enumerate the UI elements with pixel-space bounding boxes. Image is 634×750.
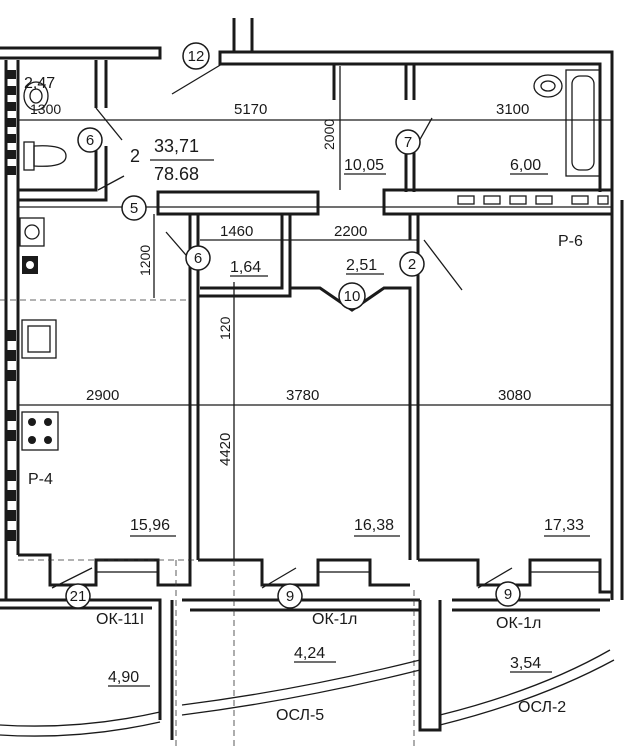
total-area: 78.68 bbox=[154, 164, 199, 184]
area-wc: 1,64 bbox=[230, 259, 261, 276]
dim-4420: 4420 bbox=[217, 433, 234, 466]
area-corridor: 10,05 bbox=[344, 157, 384, 174]
area-balcony-left: 4,90 bbox=[108, 669, 139, 686]
dim-2200: 2200 bbox=[334, 223, 367, 240]
dim-1200: 1200 bbox=[137, 245, 153, 276]
marker-10: 10 bbox=[344, 288, 361, 305]
label-ok-mid: ОК-1л bbox=[312, 611, 357, 628]
left-window-hatch bbox=[7, 70, 16, 541]
area-kitchen: 15,96 bbox=[130, 517, 170, 534]
dim-5170: 5170 bbox=[234, 101, 267, 118]
walls bbox=[0, 18, 624, 740]
label-osl2: ОСЛ-2 bbox=[518, 699, 566, 716]
beam-hatch bbox=[457, 195, 609, 205]
marker-2: 2 bbox=[408, 256, 416, 273]
area-balcony-mid: 4,24 bbox=[294, 645, 325, 662]
marker-9b: 9 bbox=[504, 586, 512, 603]
apartment-number: 2 bbox=[130, 146, 140, 166]
dim-3080: 3080 bbox=[498, 387, 531, 404]
area-room-mid: 16,38 bbox=[354, 517, 394, 534]
marker-6b: 6 bbox=[194, 250, 202, 267]
dimension-lines bbox=[0, 66, 612, 750]
label-ok-right: ОК-1л bbox=[496, 615, 541, 632]
living-area: 33,71 bbox=[154, 136, 199, 156]
label-osl5: ОСЛ-5 bbox=[276, 707, 324, 724]
marker-6a: 6 bbox=[86, 132, 94, 149]
fixtures bbox=[19, 69, 601, 451]
area-balcony-right: 3,54 bbox=[510, 655, 541, 672]
dim-3780: 3780 bbox=[286, 387, 319, 404]
marker-12: 12 bbox=[188, 48, 205, 65]
area-room-right: 17,33 bbox=[544, 517, 584, 534]
dim-2000: 2000 bbox=[321, 119, 337, 150]
apartment-summary: 2 33,71 78.68 bbox=[130, 136, 214, 184]
circle-markers: 12 6 7 5 6 10 2 21 9 9 bbox=[65, 42, 521, 609]
dimension-values: 1300 5170 3100 2000 1460 2200 1200 120 2… bbox=[30, 101, 531, 466]
label-p6: Р-6 bbox=[558, 233, 583, 250]
marker-5: 5 bbox=[130, 200, 138, 217]
marker-9a: 9 bbox=[286, 588, 294, 605]
dim-3100: 3100 bbox=[496, 101, 529, 118]
area-bath-small: 2,47 bbox=[24, 75, 55, 92]
dim-1460: 1460 bbox=[220, 223, 253, 240]
dim-1300: 1300 bbox=[30, 101, 61, 117]
marker-21: 21 bbox=[70, 588, 87, 605]
structural-labels: Р-4 Р-6 ОК-11І ОК-1л ОК-1л ОСЛ-5 ОСЛ-2 bbox=[28, 233, 583, 724]
room-areas: 2,47 10,05 6,00 1,64 2,51 15,96 16,38 17… bbox=[24, 75, 590, 687]
door-swings bbox=[51, 63, 513, 589]
area-bathroom: 6,00 bbox=[510, 157, 541, 174]
area-hall: 2,51 bbox=[346, 257, 377, 274]
dim-120: 120 bbox=[217, 316, 233, 340]
label-ok-left: ОК-11І bbox=[96, 611, 144, 628]
dim-2900: 2900 bbox=[86, 387, 119, 404]
marker-7: 7 bbox=[404, 134, 412, 151]
label-p4: Р-4 bbox=[28, 471, 53, 488]
